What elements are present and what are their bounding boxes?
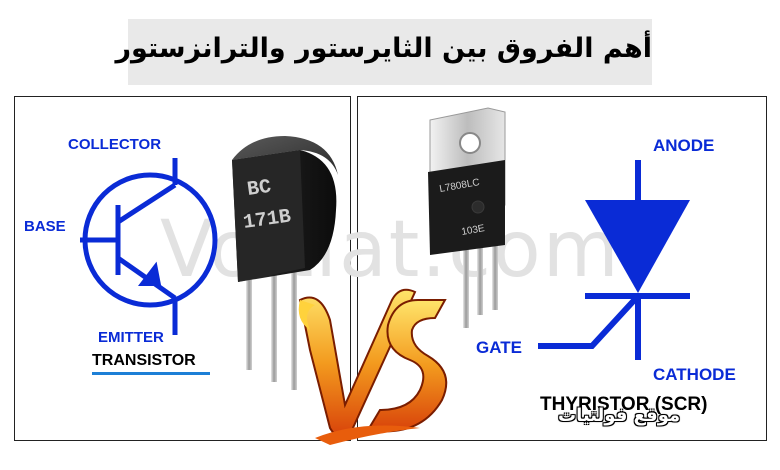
transistor-symbol bbox=[80, 158, 218, 335]
base-label: BASE bbox=[24, 218, 66, 235]
to92-flat-face bbox=[232, 150, 305, 282]
anode-label: ANODE bbox=[653, 136, 715, 155]
thyristor-marking-2: 103E bbox=[461, 223, 486, 238]
thyristor-symbol bbox=[538, 160, 690, 360]
to220-package: L7808LC 103E bbox=[428, 107, 506, 328]
collector-line bbox=[116, 182, 177, 225]
to92-package: BC 171B bbox=[232, 136, 338, 390]
lead-1 bbox=[246, 255, 252, 370]
thy-lead-1 bbox=[463, 248, 469, 328]
lead-3 bbox=[291, 255, 297, 390]
vs-logo-icon bbox=[298, 288, 448, 445]
transistor-marking-1: BC bbox=[246, 176, 273, 202]
vs-flame-tip bbox=[298, 300, 315, 330]
transistor-caption-underline bbox=[92, 372, 210, 375]
to220-body bbox=[428, 160, 505, 255]
body-dimple bbox=[471, 200, 485, 214]
page-title: أهم الفروق بين الثايرستور والترانزستور bbox=[115, 33, 652, 64]
to92-top bbox=[232, 136, 338, 175]
tab-hole bbox=[459, 132, 481, 154]
title-bar: أهم الفروق بين الثايرستور والترانزستور bbox=[115, 19, 652, 85]
gate-label: GATE bbox=[476, 338, 522, 357]
emitter-label: EMITTER bbox=[98, 329, 164, 346]
thy-lead-2 bbox=[477, 245, 483, 315]
diode-triangle bbox=[585, 200, 690, 293]
vs-swoosh bbox=[315, 425, 420, 445]
site-name: موقع فولتيات bbox=[558, 405, 681, 426]
thy-lead-3 bbox=[492, 240, 498, 310]
thyristor-caption: THYRISTOR (SCR) bbox=[540, 394, 708, 415]
emitter-arrow-icon bbox=[137, 261, 162, 286]
transistor-caption: TRANSISTOR bbox=[92, 352, 196, 369]
collector-label: COLLECTOR bbox=[68, 136, 162, 153]
gate-lead bbox=[538, 293, 641, 349]
lead-2 bbox=[271, 262, 277, 382]
cathode-label: CATHODE bbox=[653, 365, 736, 384]
